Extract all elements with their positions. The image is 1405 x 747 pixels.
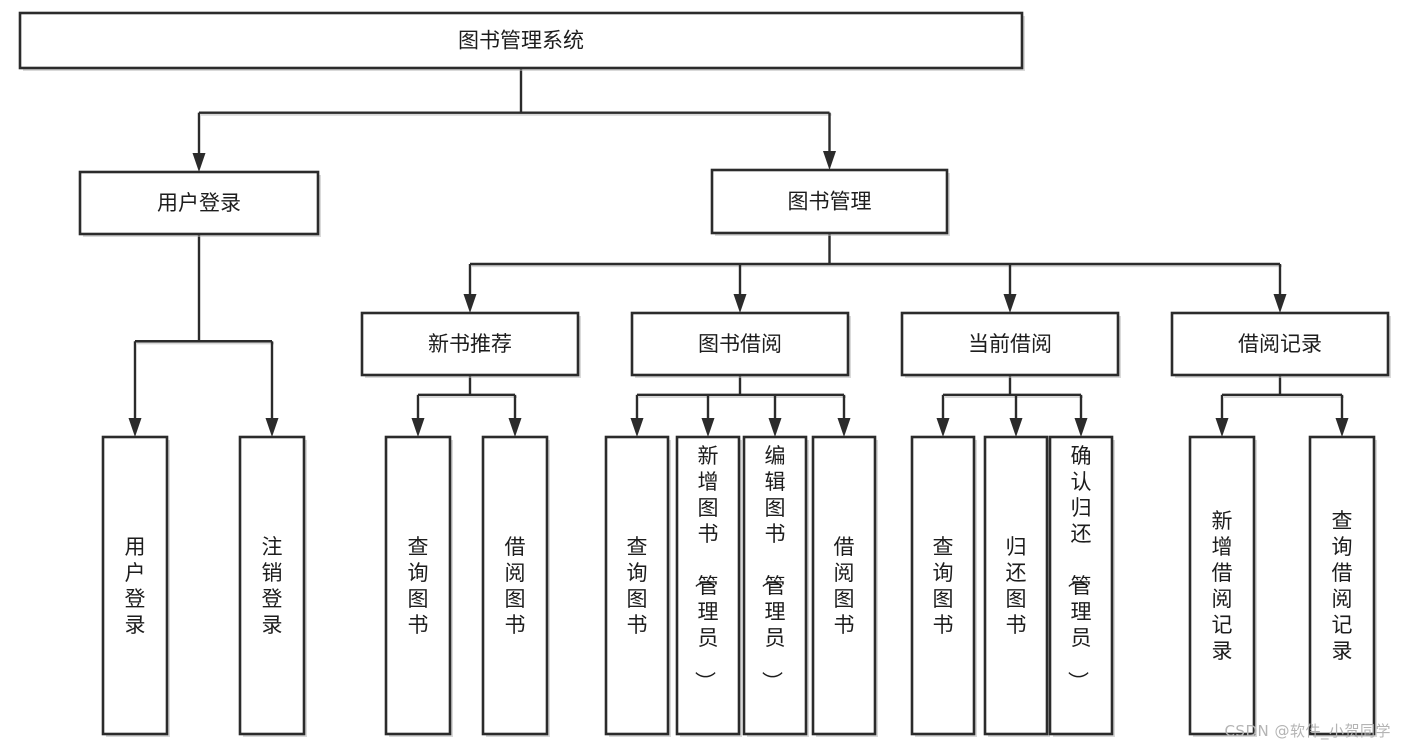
- node-label-new-book-recommend: 新书推荐: [428, 332, 512, 356]
- node-box-leaf-user-login[interactable]: [101, 435, 169, 736]
- node-box-leaf-borrow-book-recommend[interactable]: [481, 435, 549, 736]
- node-box-leaf-add-borrow-record[interactable]: [1188, 435, 1256, 736]
- node-leaf-logout[interactable]: 注销登录: [238, 435, 307, 737]
- node-leaf-query-book-current[interactable]: 查询图书: [910, 435, 977, 737]
- node-leaf-edit-book[interactable]: 编辑图书（管理员）: [742, 435, 809, 737]
- node-root[interactable]: 图书管理系统: [18, 11, 1025, 71]
- watermark-label: CSDN @软件_小贺同学: [1224, 722, 1391, 740]
- node-leaf-query-book-recommend[interactable]: 查询图书: [384, 435, 453, 737]
- node-book-management[interactable]: 图书管理: [710, 168, 950, 236]
- node-box-leaf-query-book-borrow[interactable]: [604, 435, 670, 736]
- connector-group-book-management: [463, 233, 1287, 313]
- connector-group-current-borrow: [936, 375, 1088, 437]
- node-box-root[interactable]: [18, 11, 1024, 70]
- node-label-leaf-logout: 注销登录: [262, 535, 283, 637]
- connector-group-user-login: [128, 234, 279, 437]
- node-leaf-user-login[interactable]: 用户登录: [101, 435, 170, 737]
- node-current-borrow[interactable]: 当前借阅: [900, 311, 1121, 378]
- node-box-leaf-add-book[interactable]: [675, 435, 741, 736]
- node-box-leaf-query-book-recommend[interactable]: [384, 435, 452, 736]
- node-label-leaf-query-book-borrow: 查询图书: [627, 535, 648, 637]
- connector-group-root: [192, 68, 836, 172]
- node-layer: 图书管理系统用户登录图书管理新书推荐图书借阅当前借阅借阅记录用户登录注销登录查询…: [18, 11, 1391, 737]
- node-leaf-query-book-borrow[interactable]: 查询图书: [604, 435, 671, 737]
- node-book-borrow[interactable]: 图书借阅: [630, 311, 851, 378]
- node-box-user-login[interactable]: [78, 170, 320, 236]
- node-label-borrow-record: 借阅记录: [1238, 332, 1322, 356]
- node-label-leaf-borrow-book-recommend: 借阅图书: [505, 535, 526, 637]
- connector-group-book-borrow: [630, 375, 851, 437]
- node-label-leaf-edit-book: 编辑图书（管理员）: [760, 444, 786, 692]
- node-label-book-management: 图书管理: [788, 190, 872, 214]
- node-label-book-borrow: 图书借阅: [698, 332, 782, 356]
- node-label-user-login: 用户登录: [157, 191, 241, 215]
- connector-group-borrow-record: [1215, 375, 1349, 437]
- node-leaf-add-borrow-record[interactable]: 新增借阅记录: [1188, 435, 1257, 737]
- node-label-current-borrow: 当前借阅: [968, 332, 1052, 356]
- connector-layer: [128, 68, 1349, 437]
- node-leaf-add-book[interactable]: 新增图书（管理员）: [675, 435, 742, 737]
- node-label-leaf-add-borrow-record: 新增借阅记录: [1212, 509, 1233, 663]
- node-box-leaf-borrow-book[interactable]: [811, 435, 877, 736]
- node-label-root: 图书管理系统: [458, 29, 584, 53]
- node-leaf-query-borrow-record[interactable]: 查询借阅记录: [1308, 435, 1377, 737]
- node-label-leaf-confirm-return: 确认归还（管理员）: [1066, 444, 1092, 692]
- node-box-leaf-confirm-return[interactable]: [1048, 435, 1114, 736]
- node-leaf-return-book[interactable]: 归还图书: [983, 435, 1050, 737]
- node-box-leaf-edit-book[interactable]: [742, 435, 808, 736]
- node-leaf-borrow-book[interactable]: 借阅图书: [811, 435, 878, 737]
- node-box-book-borrow[interactable]: [630, 311, 850, 377]
- node-leaf-borrow-book-recommend[interactable]: 借阅图书: [481, 435, 550, 737]
- node-label-leaf-query-borrow-record: 查询借阅记录: [1332, 509, 1353, 663]
- node-new-book-recommend[interactable]: 新书推荐: [360, 311, 581, 378]
- node-box-leaf-return-book[interactable]: [983, 435, 1049, 736]
- node-box-book-management[interactable]: [710, 168, 949, 235]
- node-box-leaf-query-borrow-record[interactable]: [1308, 435, 1376, 736]
- connector-group-new-book-recommend: [411, 375, 522, 437]
- node-label-leaf-query-book-recommend: 查询图书: [408, 535, 429, 637]
- node-box-new-book-recommend[interactable]: [360, 311, 580, 377]
- node-box-leaf-query-book-current[interactable]: [910, 435, 976, 736]
- node-label-leaf-query-book-current: 查询图书: [933, 535, 954, 637]
- node-label-leaf-return-book: 归还图书: [1006, 535, 1027, 637]
- node-user-login[interactable]: 用户登录: [78, 170, 321, 237]
- node-leaf-confirm-return[interactable]: 确认归还（管理员）: [1048, 435, 1115, 737]
- node-label-leaf-user-login: 用户登录: [125, 535, 146, 637]
- node-label-leaf-borrow-book: 借阅图书: [834, 535, 855, 637]
- node-borrow-record[interactable]: 借阅记录: [1170, 311, 1391, 378]
- node-box-borrow-record[interactable]: [1170, 311, 1390, 377]
- node-box-current-borrow[interactable]: [900, 311, 1120, 377]
- node-box-leaf-logout[interactable]: [238, 435, 306, 736]
- node-label-leaf-add-book: 新增图书（管理员）: [693, 444, 719, 692]
